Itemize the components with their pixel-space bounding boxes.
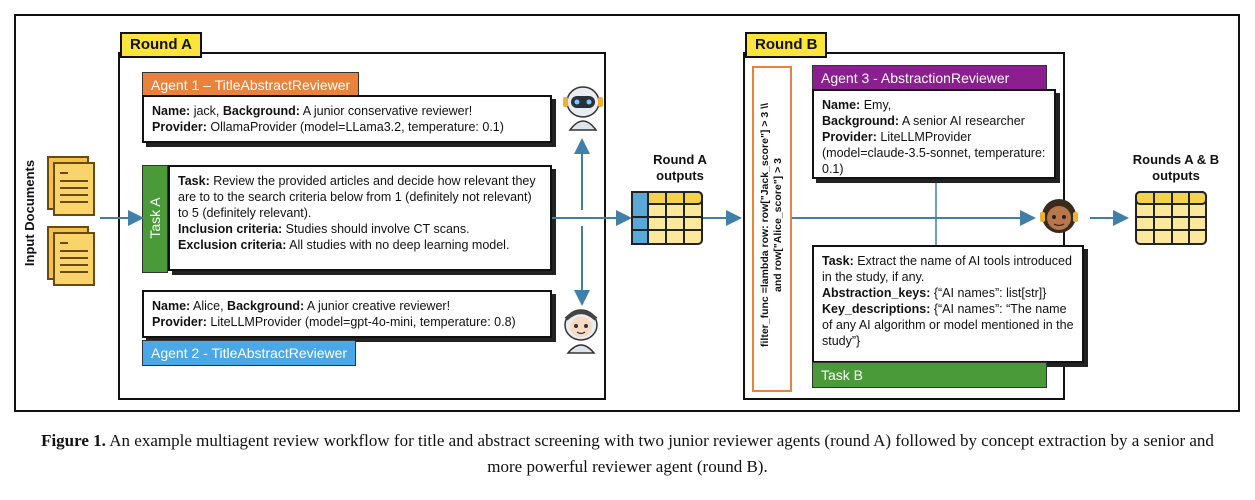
document-icon <box>47 226 95 286</box>
filter-function-line2: and row["Alice_score"] > 3 <box>772 158 784 292</box>
rounds-ab-outputs-label: Rounds A & B outputs <box>1132 152 1220 183</box>
avatar-icon <box>1040 199 1078 233</box>
task-a-panel: Task: Review the provided articles and d… <box>168 165 552 271</box>
flow-arrows <box>100 138 1129 306</box>
agent2-name: Alice, <box>190 299 228 313</box>
filter-function-line1: filter_func =lambda row: row["Jack_score… <box>759 103 771 347</box>
robot-icon <box>563 86 603 131</box>
document-icon <box>47 156 95 216</box>
task-a-exclusion: All studies with no deep learning model. <box>286 238 510 252</box>
avatar-icon <box>564 309 598 354</box>
filter-box <box>752 66 792 392</box>
agent1-name-key: Name: <box>152 104 191 118</box>
filter-function: filter_func =lambda row: row["Jack_score… <box>759 65 785 385</box>
task-b-task: Extract the name of AI tools introduced … <box>822 254 1072 284</box>
figure-frame <box>14 14 1240 412</box>
agent2-panel: Name: Alice, Background: A junior creati… <box>142 290 552 338</box>
table-icon <box>1135 191 1207 245</box>
agent3-tab: Agent 3 - AbstractionReviewer <box>812 65 1047 91</box>
agent2-provider-key: Provider: <box>152 315 207 329</box>
table-icon <box>631 191 703 245</box>
agent1-panel: Name: jack, Background: A junior conserv… <box>142 95 552 143</box>
round-b-label: Round B <box>745 32 828 58</box>
task-b-panel: Task: Extract the name of AI tools intro… <box>812 245 1084 363</box>
task-b-key-descriptions-key: Key_descriptions: <box>822 302 931 316</box>
agent3-provider: LiteLLMProvider (model=claude-3.5-sonnet… <box>822 130 1046 176</box>
task-b-abstraction-keys-key: Abstraction_keys: <box>822 286 931 300</box>
task-a-inclusion: Studies should involve CT scans. <box>282 222 470 236</box>
agent3-bg-key: Background: <box>822 114 900 128</box>
agent3-name: Emy, <box>860 98 892 112</box>
task-a-task: Review the provided articles and decide … <box>178 174 536 220</box>
task-b-key-descriptions: {“AI names”: “The name of any AI algorit… <box>822 302 1074 348</box>
figure-caption: Figure 1. An example multiagent review w… <box>40 428 1215 480</box>
agent2-provider: LiteLLMProvider (model=gpt-4o-mini, temp… <box>206 315 516 329</box>
task-b-abstraction-keys: {“AI names”: list[str]} <box>930 286 1047 300</box>
task-b-task-key: Task: <box>822 254 854 268</box>
round-a-box <box>118 52 606 400</box>
figure-caption-text: An example multiagent review workflow fo… <box>105 431 1214 476</box>
agent3-provider-key: Provider: <box>822 130 877 144</box>
task-a-inclusion-key: Inclusion criteria: <box>178 222 283 236</box>
task-b-tab: Task B <box>812 362 1047 388</box>
agent1-tab: Agent 1 – TitleAbstractReviewer <box>142 72 360 98</box>
agent3-background: A senior AI researcher <box>899 114 1025 128</box>
task-a-exclusion-key: Exclusion criteria: <box>178 238 287 252</box>
figure-number: Figure 1. <box>41 431 106 450</box>
task-a-task-key: Task: <box>178 174 210 188</box>
agent3-panel: Name: Emy, Background: A senior AI resea… <box>812 89 1056 179</box>
round-a-outputs-label: Round A outputs <box>653 152 707 183</box>
agent2-tab: Agent 2 - TitleAbstractReviewer <box>142 340 357 366</box>
agent1-bg-key: Background: <box>222 104 300 118</box>
agent1-name: jack, <box>190 104 223 118</box>
agent2-bg-key: Background: <box>227 299 305 313</box>
agent2-background: A junior creative reviewer! <box>304 299 451 313</box>
agent1-background: A junior conservative reviewer! <box>299 104 473 118</box>
agent1-provider: OllamaProvider (model=LLama3.2, temperat… <box>206 120 504 134</box>
round-a-label: Round A <box>120 32 202 58</box>
agent3-name-key: Name: <box>822 98 861 112</box>
agent2-name-key: Name: <box>152 299 191 313</box>
agent1-provider-key: Provider: <box>152 120 207 134</box>
